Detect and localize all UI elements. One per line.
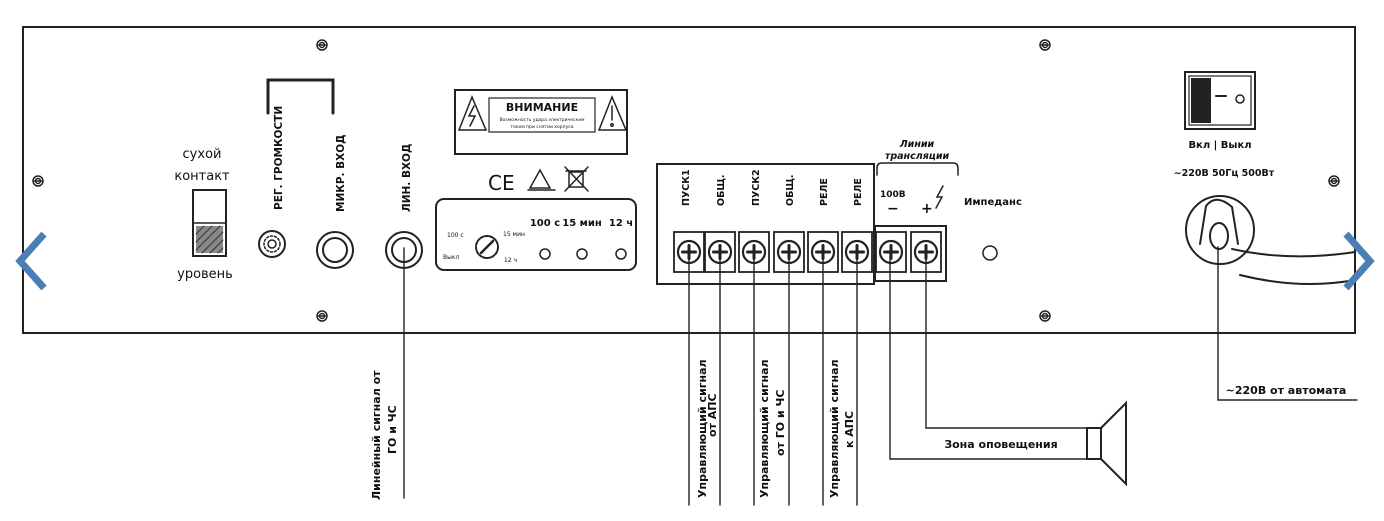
level-label: уровень bbox=[177, 267, 233, 282]
volume-bracket bbox=[266, 78, 335, 115]
timer-label-100s: 100 с bbox=[530, 218, 560, 229]
dry-contact-label: сухой bbox=[183, 147, 222, 162]
dial-label-12h: 12 ч bbox=[504, 257, 517, 264]
dial-label-100s: 100 с bbox=[447, 232, 464, 239]
terminal-label-common2: ОБЩ. bbox=[785, 174, 796, 206]
led-12h bbox=[615, 248, 627, 260]
terminal-line-minus[interactable] bbox=[875, 231, 907, 273]
caption-ctrl-to-aps-2: к АПС bbox=[843, 411, 856, 448]
ce-mark-icon: CE bbox=[488, 171, 515, 195]
impedance-label: Импеданс bbox=[964, 197, 1022, 208]
plus-label: + bbox=[921, 201, 933, 217]
terminal-label-start2: ПУСК2 bbox=[751, 169, 762, 206]
warning-icon bbox=[457, 95, 628, 131]
warning-text: Возможность удара электрическим bbox=[499, 117, 584, 123]
caption-line-signal-2: ГО и ЧС bbox=[386, 405, 399, 454]
led-15m bbox=[576, 248, 588, 260]
warning-text-2: током при снятии корпуса bbox=[510, 125, 573, 130]
terminal-label-relay2: РЕЛЕ bbox=[853, 178, 864, 206]
certification-mark bbox=[527, 168, 556, 191]
next-arrow-icon bbox=[1343, 231, 1375, 291]
timer-dial[interactable] bbox=[475, 235, 499, 259]
power-spec-label: ~220В 50Гц 500Вт bbox=[1174, 168, 1275, 179]
lines-label-2: трансляции bbox=[885, 151, 950, 162]
caption-ctrl-aps: Управляющий сигнал bbox=[696, 359, 709, 498]
dial-label-off: Выкл bbox=[443, 254, 459, 261]
power-cord bbox=[1185, 195, 1356, 285]
wire-captions: Линейный сигнал от ГО и ЧС Управляющий с… bbox=[370, 359, 856, 500]
next-arrow-button[interactable] bbox=[1338, 226, 1378, 296]
lightning-icon bbox=[935, 185, 944, 209]
prev-arrow-icon bbox=[15, 231, 47, 291]
mic-input-jack[interactable] bbox=[316, 231, 354, 269]
control-terminals bbox=[673, 231, 873, 273]
recycle-bin-icon bbox=[564, 166, 589, 192]
terminal-label-relay1: РЕЛЕ bbox=[819, 178, 830, 206]
terminal-label-start1: ПУСК1 bbox=[681, 169, 692, 206]
volume-knob[interactable] bbox=[258, 230, 286, 258]
switch-label: Вкл | Выкл bbox=[1188, 140, 1251, 151]
terminal-label-common1: ОБЩ. bbox=[716, 174, 727, 206]
speaker-icon bbox=[1086, 400, 1127, 487]
caption-ctrl-go-2: от ГО и ЧС bbox=[774, 390, 787, 456]
timer-indicators: 100 с 15 мин 12 ч bbox=[530, 218, 633, 260]
mains-label: ~220В от автомата bbox=[1226, 384, 1347, 397]
dial-label-15m: 15 мин bbox=[503, 231, 525, 238]
timer-label-15m: 15 мин bbox=[562, 218, 602, 229]
warning-title: ВНИМАНИЕ bbox=[506, 101, 578, 114]
level-switch[interactable] bbox=[192, 189, 227, 257]
screw-icon bbox=[32, 39, 1340, 322]
caption-ctrl-go: Управляющий сигнал bbox=[758, 359, 771, 498]
caption-ctrl-aps-2: от АПС bbox=[706, 393, 719, 437]
wiring bbox=[403, 246, 1358, 506]
line-input-label: ЛИН. ВХОД bbox=[401, 144, 413, 212]
timer-panel bbox=[435, 198, 637, 271]
caption-ctrl-to-aps: Управляющий сигнал bbox=[828, 359, 841, 498]
timer-label-12h: 12 ч bbox=[609, 218, 633, 229]
lines-label: Линии bbox=[899, 139, 935, 150]
mic-input-label: МИКР. ВХОД bbox=[335, 134, 347, 212]
caption-line-signal: Линейный сигнал от bbox=[370, 370, 383, 500]
impedance-led bbox=[982, 245, 998, 261]
minus-label: − bbox=[887, 201, 899, 217]
voltage-100v-label: 100В bbox=[880, 190, 906, 200]
lines-bracket bbox=[876, 162, 959, 176]
warning-label: ВНИМАНИЕ Возможность удара электрическим… bbox=[454, 89, 628, 155]
dry-contact-label-2: контакт bbox=[174, 169, 230, 184]
led-100s bbox=[539, 248, 551, 260]
zone-label: Зона оповещения bbox=[944, 438, 1057, 451]
volume-label: РЕГ. ГРОМКОСТИ bbox=[273, 106, 285, 210]
terminal-labels: ПУСК1 ОБЩ. ПУСК2 ОБЩ. РЕЛЕ РЕЛЕ bbox=[681, 169, 864, 206]
prev-arrow-button[interactable] bbox=[12, 226, 52, 296]
power-switch[interactable] bbox=[1184, 71, 1256, 130]
